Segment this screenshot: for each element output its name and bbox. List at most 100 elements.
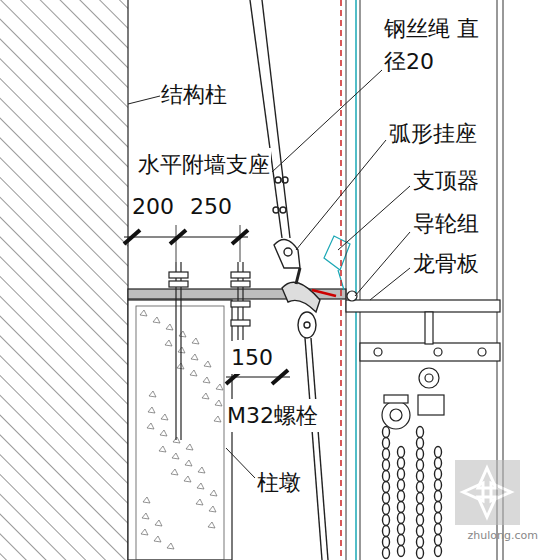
part-name: 柱墩: [256, 466, 302, 499]
dimension-lines: [124, 225, 290, 384]
chain-link: [417, 515, 424, 526]
chain-link: [398, 546, 405, 557]
concrete-mark: [161, 414, 168, 420]
chain-link: [417, 460, 424, 471]
chain-link: [383, 504, 390, 515]
concrete-mark: [215, 400, 222, 406]
concrete-mark: [185, 460, 192, 466]
dimension: 250: [189, 190, 233, 223]
concrete-mark: [142, 513, 149, 519]
concrete-mark: [159, 446, 166, 452]
pier-inner: [136, 306, 224, 560]
chain-link: [398, 491, 405, 502]
concrete-mark: [210, 490, 217, 496]
concrete-mark: [141, 529, 148, 535]
part-name: 支顶器: [412, 164, 480, 197]
chain-link: [417, 449, 424, 460]
concrete-mark: [196, 499, 203, 505]
chain-link: [417, 493, 424, 504]
chain-link: [435, 469, 442, 480]
concrete-mark: [148, 407, 155, 413]
chain-link: [435, 546, 442, 557]
chain-link: [383, 460, 390, 471]
concrete-mark: [140, 310, 147, 316]
concrete-mark: [147, 423, 154, 429]
concrete-mark: [204, 361, 211, 367]
chain-link: [417, 438, 424, 449]
concrete-mark: [165, 340, 172, 346]
chain-link: [383, 427, 390, 438]
concrete-mark: [155, 520, 162, 526]
chain-link: [383, 449, 390, 460]
chain-link: [435, 502, 442, 513]
part-name: 钢丝绳 直径20: [383, 12, 485, 78]
chain-link: [383, 438, 390, 449]
chain-link: [398, 447, 405, 458]
chain-link: [383, 482, 390, 493]
concrete-mark: [154, 536, 161, 542]
concrete-mark: [198, 467, 205, 473]
chain-link: [435, 535, 442, 546]
leader-lines: [128, 70, 410, 478]
chain-link: [417, 526, 424, 537]
concrete-mark: [197, 483, 204, 489]
chain-link: [417, 427, 424, 438]
chain-link: [383, 471, 390, 482]
chain-link: [417, 537, 424, 548]
chain-link: [417, 471, 424, 482]
concrete-mark: [192, 338, 199, 344]
chain-link: [383, 548, 390, 559]
chain-link: [383, 526, 390, 537]
chain-link: [383, 515, 390, 526]
chain-link: [435, 491, 442, 502]
concrete-mark: [191, 354, 198, 360]
chain-link: [398, 458, 405, 469]
chain-link: [435, 458, 442, 469]
guide-wheel-group: [346, 291, 500, 388]
part-name: 导轮组: [412, 207, 480, 240]
chain-link: [398, 524, 405, 535]
chain-link: [435, 524, 442, 535]
chain-link: [417, 482, 424, 493]
concrete-mark: [184, 476, 191, 482]
concrete-mark: [208, 522, 215, 528]
part-name: M32螺栓: [226, 399, 319, 432]
wire-rope: [250, 0, 290, 238]
watermark: zhulong.com: [467, 528, 539, 545]
part-name: 龙骨板: [412, 247, 480, 280]
chain-hoist: [382, 395, 444, 429]
part-name: 弧形挂座: [388, 117, 478, 150]
watermark-logo: [455, 460, 520, 525]
concrete-mark: [203, 377, 210, 383]
structural-column: [0, 0, 128, 560]
chain-link: [398, 535, 405, 546]
concrete-mark: [171, 469, 178, 475]
concrete-mark: [190, 370, 197, 376]
concrete-mark: [186, 444, 193, 450]
chain-link: [398, 480, 405, 491]
concrete-mark: [214, 416, 221, 422]
concrete-mark: [167, 543, 174, 549]
concrete-mark: [166, 324, 173, 330]
chain-link: [383, 493, 390, 504]
part-name: 结构柱: [160, 78, 228, 111]
chain-link: [417, 504, 424, 515]
column-pier: [128, 300, 232, 560]
chain-link: [383, 537, 390, 548]
concrete-mark: [179, 331, 186, 337]
chain-link: [417, 548, 424, 559]
concrete-mark: [160, 430, 167, 436]
dimension: 150: [230, 341, 274, 374]
concrete-mark: [216, 384, 223, 390]
hoist-chains: [383, 427, 442, 559]
concrete-mark: [202, 393, 209, 399]
chain-link: [435, 480, 442, 491]
chain-link: [435, 513, 442, 524]
concrete-mark: [149, 391, 156, 397]
concrete-mark: [209, 506, 216, 512]
concrete-mark: [172, 453, 179, 459]
chain-link: [398, 469, 405, 480]
part-name: 水平附墙支座: [137, 148, 271, 181]
chain-link: [398, 513, 405, 524]
concrete-mark: [143, 497, 150, 503]
